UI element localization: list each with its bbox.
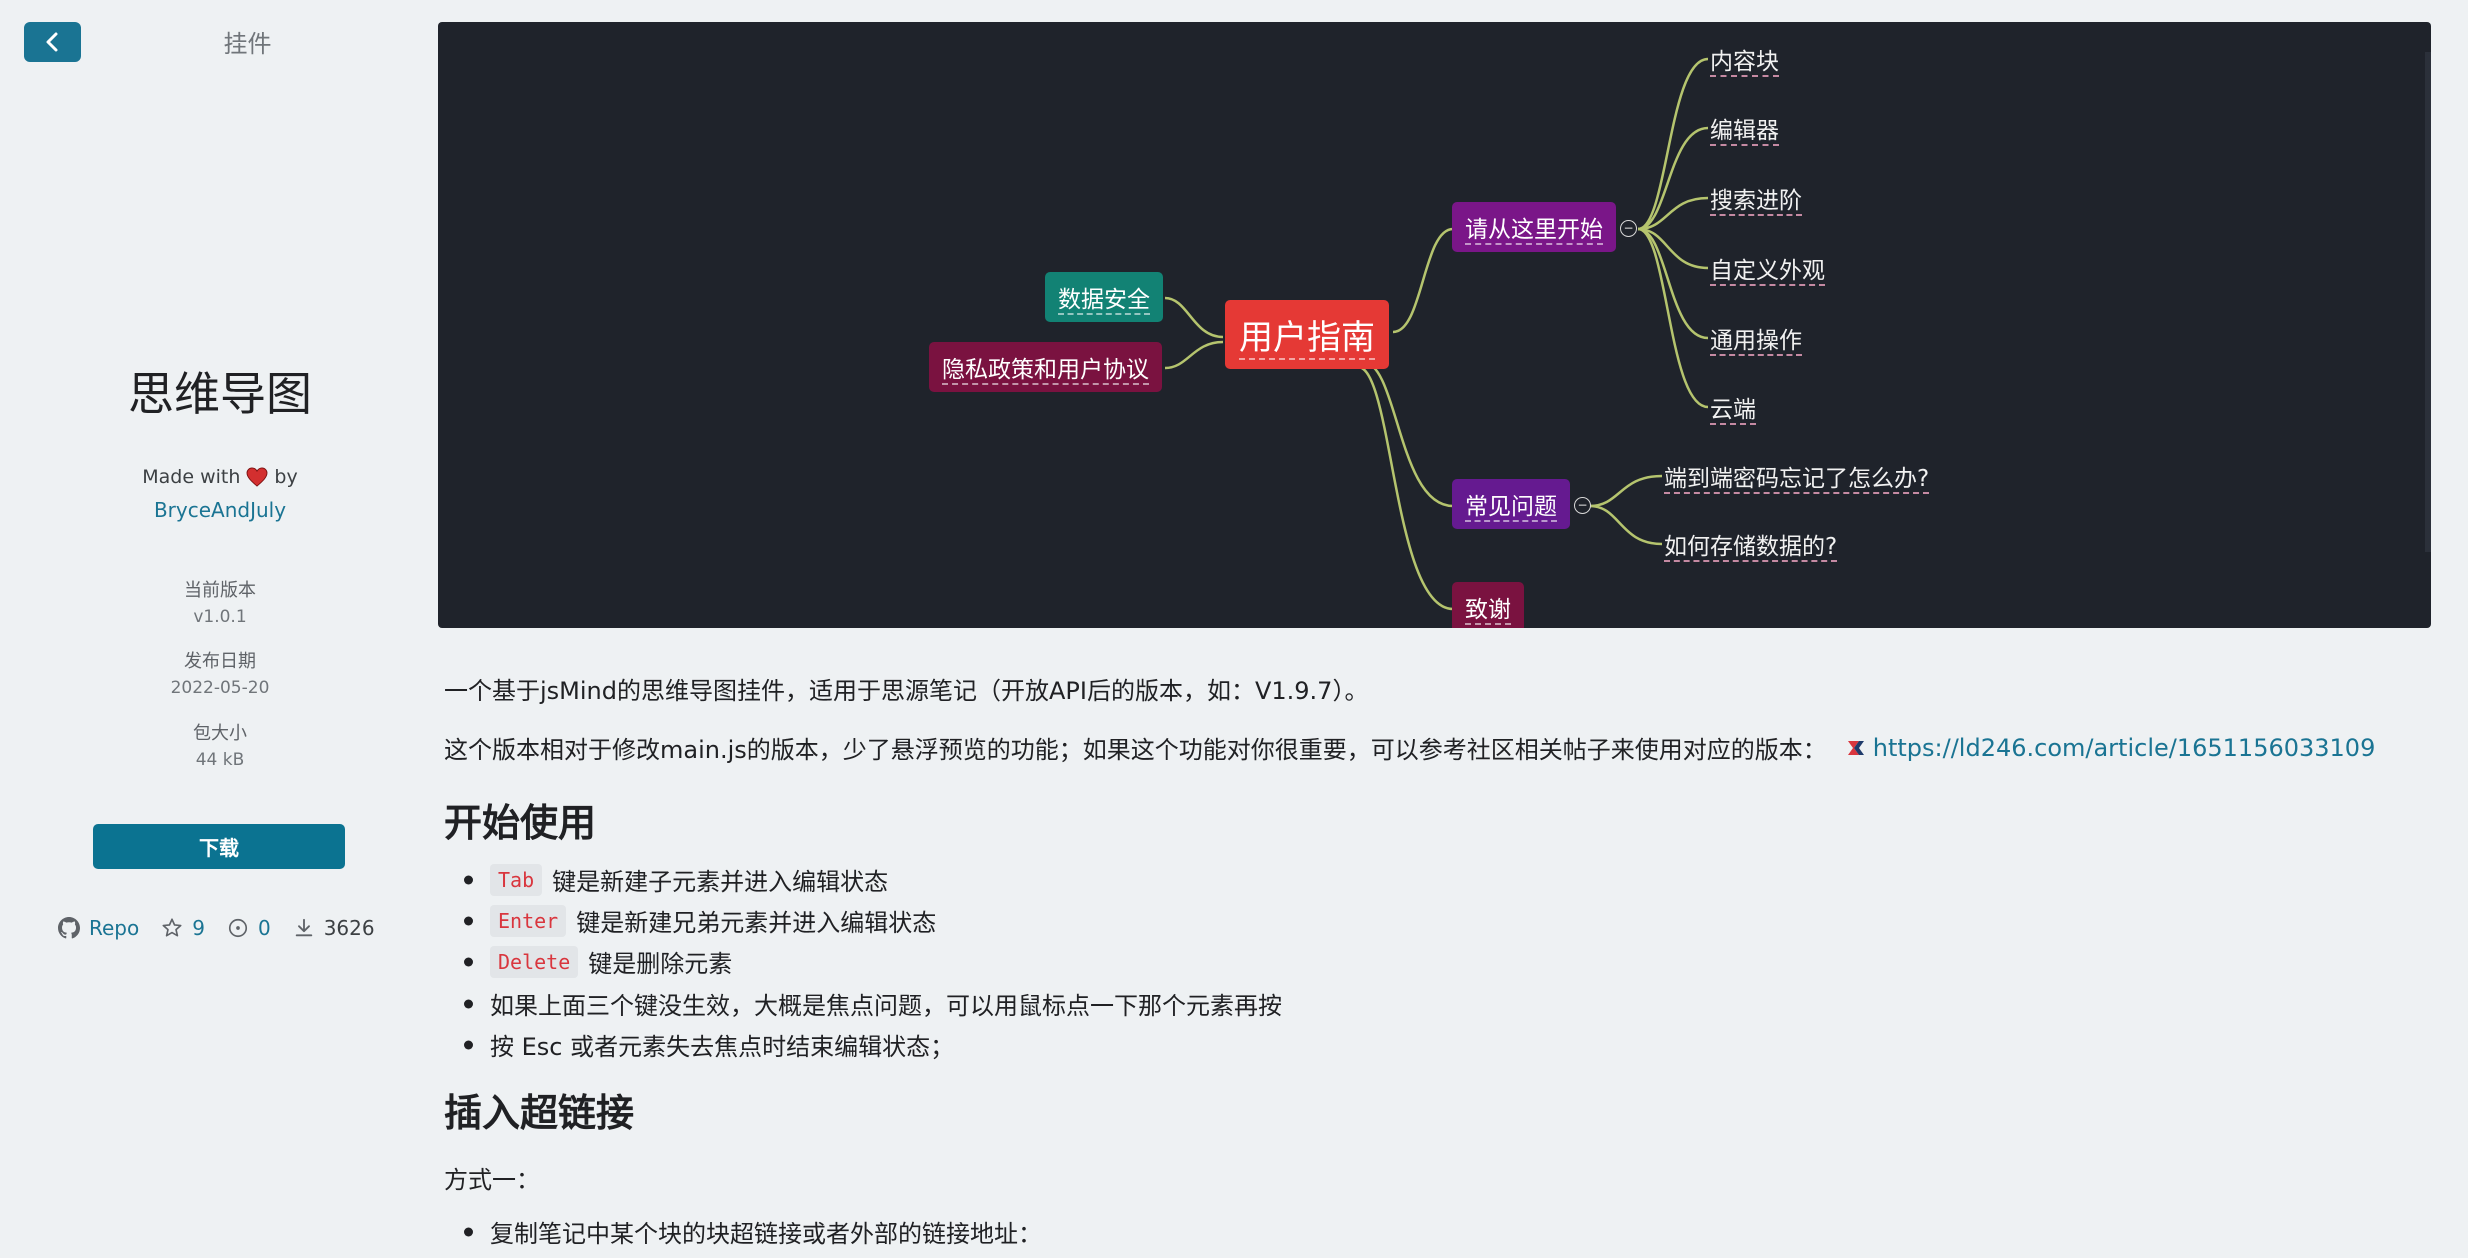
mindmap-node-label: 云端 [1710,397,1756,425]
downloads-count: 3626 [323,916,375,940]
mindmap-node-label: 如何存储数据的? [1664,534,1838,562]
note-paragraph: 这个版本相对于修改main.js的版本，少了悬浮预览的功能；如果这个功能对你很重… [444,730,2375,765]
star-icon [162,918,182,937]
list-item-text: 键是新建子元素并进入编辑状态 [552,868,889,896]
method-one-label: 方式一： [444,1166,540,1194]
chevron-left-icon [46,32,57,52]
sidebar: 挂件 思维导图 Made with by BryceAndJuly 当前版本 v… [0,0,440,1258]
note-text: 这个版本相对于修改main.js的版本，少了悬浮预览的功能；如果这个功能对你很重… [444,736,1827,764]
version-value: v1.0.1 [193,607,247,627]
mindmap-node-common-ops[interactable]: 通用操作 [1710,317,1802,359]
size-label: 包大小 [193,723,247,744]
plugin-name: 思维导图 [128,367,312,421]
list-item-text: 按 Esc 或者元素失去焦点时结束编辑状态； [490,1033,955,1061]
list-item-text: 复制笔记中某个块的块超链接或者外部的链接地址： [490,1220,1042,1248]
intro-paragraph: 一个基于jsMind的思维导图挂件，适用于思源笔记（开放API后的版本，如：V1… [444,677,1369,705]
mindmap-node-cloud[interactable]: 云端 [1710,386,1756,428]
made-with-label: Made with [142,466,241,488]
mindmap-node-privacy[interactable]: 隐私政策和用户协议 [929,342,1162,392]
sidebar-title: 挂件 [223,30,272,58]
heading-insert-link: 插入超链接 [444,1091,635,1135]
collapse-toggle-faq[interactable]: − [1574,497,1591,514]
mindmap-root-node[interactable]: 用户指南 [1225,300,1389,369]
collapse-toggle-start[interactable]: − [1620,220,1637,237]
issues-stat[interactable]: 0 [227,916,271,940]
download-button[interactable]: 下载 [93,824,345,869]
ld246-logo-icon [1847,740,1864,755]
heart-icon [246,467,268,487]
mindmap-node-editor[interactable]: 编辑器 [1710,107,1779,149]
mindmap-node-search-advanced[interactable]: 搜索进阶 [1710,177,1802,219]
mindmap-node-content-block[interactable]: 内容块 [1710,38,1779,80]
repo-link[interactable]: Repo [58,916,139,940]
preview-scrollbar[interactable] [2425,52,2431,552]
mindmap-node-label: 通用操作 [1710,328,1802,356]
mindmap-node-label: 常见问题 [1465,494,1557,522]
mindmap-node-custom-appearance[interactable]: 自定义外观 [1710,247,1825,289]
key-code: Tab [490,863,543,896]
made-with-line: Made with by [0,466,440,488]
mindmap-node-faq[interactable]: 常见问题 [1452,479,1570,529]
repo-stats: Repo 9 0 3626 [58,916,397,940]
list-item-text: 键是删除元素 [588,950,733,978]
mindmap-node-label: 搜索进阶 [1710,188,1802,216]
list-item: Enter 键是新建兄弟元素并进入编辑状态 [490,903,936,938]
mindmap-node-label: 端到端密码忘记了怎么办? [1664,466,1930,494]
date-label: 发布日期 [184,651,256,672]
version-label: 当前版本 [184,580,256,601]
date-value: 2022-05-20 [170,678,270,698]
by-label: by [274,466,298,488]
back-button[interactable] [24,22,81,62]
mindmap-node-label: 致谢 [1465,597,1511,625]
stars-count[interactable]: 9 [192,916,205,940]
mindmap-preview[interactable]: 数据安全 隐私政策和用户协议 用户指南 请从这里开始 − 常见问题 − 致谢 内… [438,22,2431,628]
mindmap-connectors [1164,57,1709,611]
mindmap-node-forgot-password[interactable]: 端到端密码忘记了怎么办? [1664,455,1930,497]
github-icon [58,917,80,939]
list-item: Tab 键是新建子元素并进入编辑状态 [490,862,888,897]
mindmap-node-label: 数据安全 [1058,287,1150,315]
download-icon [295,918,312,937]
mindmap-node-label: 请从这里开始 [1465,217,1603,245]
ld246-article-link[interactable]: https://ld246.com/article/1651156033109 [1872,733,2376,762]
key-code: Delete [490,945,579,978]
issue-icon [228,918,248,938]
list-item: 复制笔记中某个块的块超链接或者外部的链接地址： [490,1214,1042,1249]
mindmap-node-data-storage[interactable]: 如何存储数据的? [1664,523,1838,565]
issues-count[interactable]: 0 [257,916,271,940]
author-link[interactable]: BryceAndJuly [153,498,287,522]
mindmap-node-label: 内容块 [1710,49,1779,77]
heading-getting-started: 开始使用 [444,801,597,845]
list-item-text: 键是新建兄弟元素并进入编辑状态 [576,909,937,937]
repo-label[interactable]: Repo [89,916,140,940]
list-item-text: 如果上面三个键没生效，大概是焦点问题，可以用鼠标点一下那个元素再按 [490,992,1282,1020]
mindmap-node-thanks[interactable]: 致谢 [1452,582,1524,628]
mindmap-node-label: 自定义外观 [1710,258,1825,286]
key-code: Enter [490,904,567,937]
mindmap-node-data-security[interactable]: 数据安全 [1045,272,1163,322]
list-item: 如果上面三个键没生效，大概是焦点问题，可以用鼠标点一下那个元素再按 [490,986,1282,1021]
size-value: 44 kB [195,750,245,770]
mindmap-node-start-here[interactable]: 请从这里开始 [1452,202,1616,252]
mindmap-root-label: 用户指南 [1239,318,1375,360]
stars-stat[interactable]: 9 [161,916,205,940]
downloads-stat: 3626 [293,916,375,940]
mindmap-node-label: 编辑器 [1710,118,1779,146]
list-item: Delete 键是删除元素 [490,944,732,979]
mindmap-node-label: 隐私政策和用户协议 [942,357,1149,385]
list-item: 按 Esc 或者元素失去焦点时结束编辑状态； [490,1027,954,1062]
